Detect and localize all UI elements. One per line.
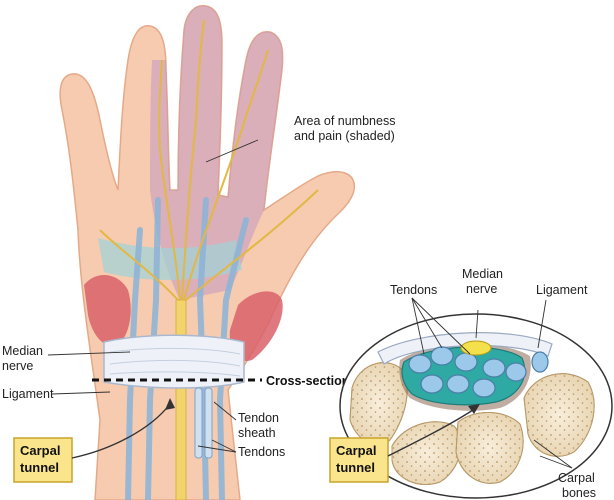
ligament-label: Ligament	[2, 387, 54, 401]
transverse-ligament	[103, 334, 245, 389]
carpal-tunnel-callout-left: Carpal tunnel	[13, 398, 175, 483]
numbness-shaded-area	[150, 5, 283, 300]
numbness-label-line1: Area of numbness	[294, 114, 395, 128]
cs-median-label-line1: Median	[462, 267, 503, 281]
cs-carpal-bones-label-line1: Carpal	[558, 471, 595, 485]
median-nerve-label-line2: nerve	[2, 359, 33, 373]
numbness-label-line2: and pain (shaded)	[294, 129, 395, 143]
left-label-leaders	[47, 139, 259, 453]
cross-section-tendons	[408, 346, 549, 398]
cs-median-label-line2: nerve	[466, 282, 497, 296]
carpal-tunnel-right-line2: tunnel	[336, 460, 375, 475]
hand-drawing	[59, 4, 356, 500]
tendons-label: Tendons	[238, 445, 285, 459]
carpal-tunnel-right-line1: Carpal	[336, 443, 376, 458]
cs-tendons-label: Tendons	[390, 283, 437, 297]
cross-section-median-nerve	[460, 340, 492, 356]
tendon-sheath-label-line1: Tendon	[238, 411, 279, 425]
cross-section-label: Cross-section	[266, 374, 349, 388]
median-nerve-wrist	[175, 299, 187, 500]
median-nerve-branches	[99, 19, 319, 380]
carpal-tunnel-left-line1: Carpal	[20, 443, 60, 458]
tendon-sheaths	[194, 387, 213, 459]
tendon-sheath-label-line2: sheath	[238, 426, 276, 440]
carpal-tunnel-left-line2: tunnel	[20, 460, 59, 475]
cs-carpal-bones-label-line2: bones	[562, 486, 596, 500]
carpal-tunnel-callout-right: Carpal tunnel	[329, 404, 480, 483]
right-label-leaders	[411, 297, 573, 469]
muscle-left	[84, 274, 131, 346]
median-nerve-label-line1: Median	[2, 344, 43, 358]
cs-ligament-label: Ligament	[536, 283, 588, 297]
carpal-bones	[349, 362, 595, 486]
